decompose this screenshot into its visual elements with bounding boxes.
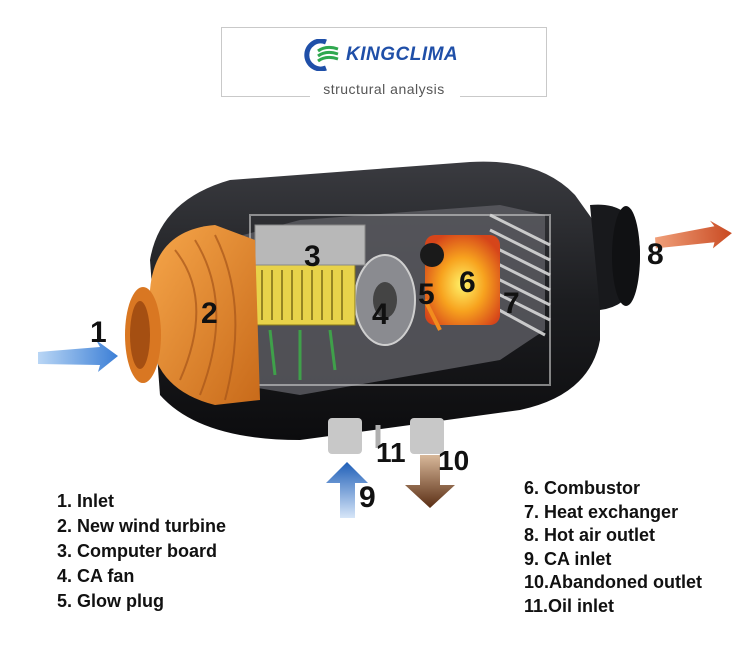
legend-item: 8. Hot air outlet <box>524 525 656 545</box>
callout-5: 5 <box>418 278 435 311</box>
exhaust-arrow <box>405 455 455 508</box>
header-frame: KINGCLIMA structural analysis <box>221 27 547 101</box>
legend-item: 11.Oil inlet <box>524 595 615 616</box>
callout-4: 4 <box>372 298 389 331</box>
callout-9: 9 <box>359 481 376 514</box>
callout-7: 7 <box>503 287 520 320</box>
legend-item: 4. CA fan <box>57 566 135 586</box>
legend-item: 9. CA inlet <box>524 548 612 569</box>
subtitle: structural analysis <box>323 81 445 97</box>
legend-item: 3. Computer board <box>57 541 218 561</box>
callout-1: 1 <box>90 316 107 349</box>
callout-10: 10 <box>438 445 470 476</box>
ca-inlet-pipe <box>328 418 362 454</box>
combustor <box>425 235 500 325</box>
brand-logo: KINGCLIMA <box>304 39 458 71</box>
callout-8: 8 <box>647 238 664 271</box>
inlet-arrow <box>38 340 118 372</box>
callout-2: 2 <box>201 297 218 330</box>
callout-11: 11 <box>376 437 406 468</box>
legend-left: 1. Inlet 2. New wind turbine 3. Computer… <box>57 489 226 614</box>
legend-item: 2. New wind turbine <box>57 516 227 536</box>
exhaust-pipe <box>410 418 444 454</box>
kingclima-logo-icon <box>304 39 339 71</box>
legend-right: 6. Combustor 7. Heat exchanger 8. Hot ai… <box>524 477 702 618</box>
brand-name: KINGCLIMA <box>346 44 459 65</box>
hot-air-outlet-arrow <box>655 220 732 249</box>
legend-item: 1. Inlet <box>57 491 115 511</box>
legend-item: 5. Glow plug <box>57 591 164 611</box>
legend-item: 7. Heat exchanger <box>524 501 679 522</box>
computer-board <box>254 264 356 326</box>
ca-inlet-arrow <box>326 462 368 518</box>
legend-item: 6. Combustor <box>524 478 641 498</box>
callout-3: 3 <box>304 240 321 273</box>
glow-plug <box>420 243 444 267</box>
legend-item: 10.Abandoned outlet <box>524 572 703 592</box>
callout-6: 6 <box>459 266 476 299</box>
